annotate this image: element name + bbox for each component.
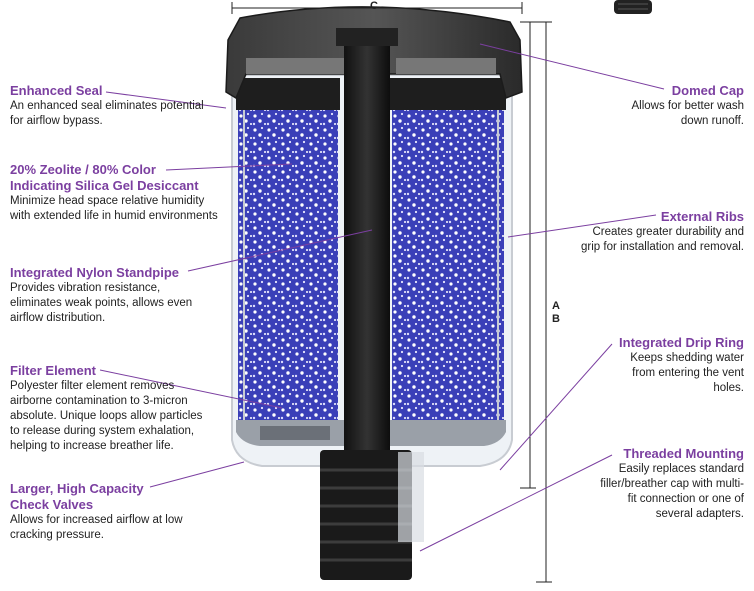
callout-desiccant: 20% Zeolite / 80% Color Indicating Silic… [10, 162, 220, 224]
callout-external-ribs: External Ribs Creates greater durability… [574, 209, 744, 255]
callout-title: Integrated Nylon Standpipe [10, 265, 180, 280]
seal-foam-right [390, 78, 506, 110]
callout-domed-cap: Domed Cap Allows for better wash down ru… [620, 83, 745, 129]
dimension-lines [231, 2, 552, 583]
callout-title: Enhanced Seal [10, 83, 103, 98]
callout-title: Threaded Mounting [623, 446, 744, 461]
external-ribs [243, 110, 499, 430]
dimension-b-label: B [552, 313, 560, 325]
callout-standpipe: Integrated Nylon Standpipe Provides vibr… [10, 265, 195, 326]
callout-filter-element: Filter Element Polyester filter element … [10, 363, 210, 454]
callout-title: Filter Element [10, 363, 96, 378]
dimension-c-label: C [370, 0, 378, 12]
callout-title: Integrated Drip Ring [619, 335, 744, 350]
callout-title: Domed Cap [671, 83, 744, 98]
callout-desc: Polyester filter element removes airborn… [10, 380, 203, 452]
callout-desc: Provides vibration resistance, eliminate… [10, 282, 193, 324]
callout-title-line2: Indicating Silica Gel Desiccant [10, 178, 199, 193]
callout-enhanced-seal: Enhanced Seal An enhanced seal eliminate… [10, 83, 220, 129]
callout-desc: Minimize head space relative humidity wi… [10, 195, 218, 222]
dimension-a-label: A [552, 300, 560, 312]
callout-desc: Allows for increased airflow at low crac… [10, 514, 183, 541]
nylon-standpipe [344, 30, 390, 530]
callout-threaded-mounting: Threaded Mounting Easily replaces standa… [598, 446, 744, 522]
callout-desc: Allows for better wash down runoff. [631, 100, 745, 127]
callout-title-line1: Larger, High Capacity [10, 481, 144, 496]
callout-drip-ring: Integrated Drip Ring Keeps shedding wate… [610, 335, 744, 396]
filter-element-right [390, 420, 506, 446]
callout-check-valves: Larger, High Capacity Check Valves Allow… [10, 481, 185, 543]
threaded-mount [320, 450, 424, 580]
callout-desc: Creates greater durability and grip for … [581, 226, 744, 253]
adapter-fitting-image [614, 0, 652, 14]
seal-foam-left [236, 78, 340, 110]
desiccant-right [392, 108, 504, 428]
callout-title: External Ribs [660, 209, 744, 224]
callout-title-line1: 20% Zeolite / 80% Color [10, 162, 156, 177]
leader-lines [99, 43, 665, 552]
callout-desc: An enhanced seal eliminates potential fo… [10, 100, 204, 127]
callout-title-line2: Check Valves [10, 497, 94, 512]
callout-desc: Easily replaces standard filler/breather… [600, 463, 744, 520]
callout-desc: Keeps shedding water from entering the v… [630, 352, 744, 394]
desiccant-left [238, 108, 338, 428]
